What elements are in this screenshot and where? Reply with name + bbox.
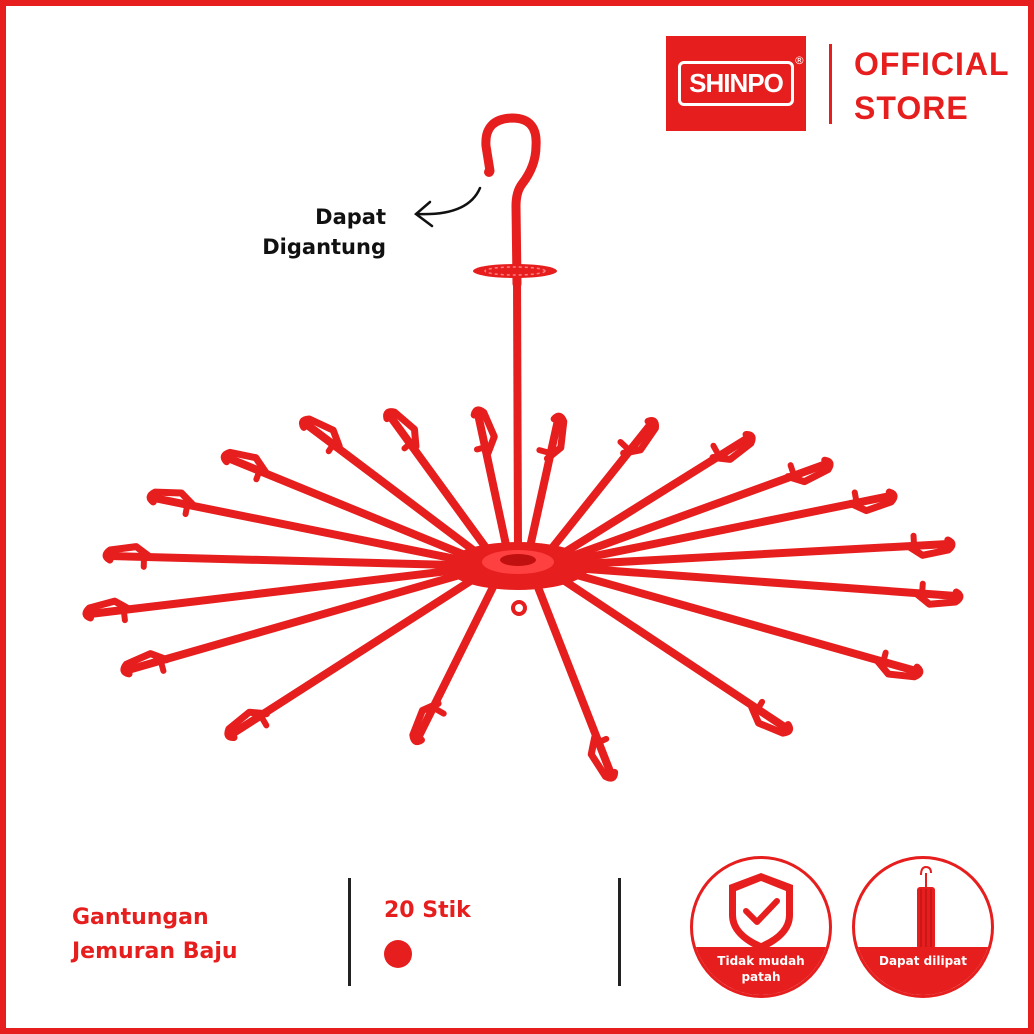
- product-name-line-2: Jemuran Baju: [72, 939, 238, 964]
- spoke-clip: [543, 412, 568, 463]
- spoke-clip: [120, 650, 171, 678]
- spoke: [553, 540, 952, 570]
- spoke-clip: [146, 488, 197, 509]
- official-store-label: OFFICIAL STORE: [854, 42, 1010, 130]
- spoke-clip: [102, 543, 154, 564]
- spoke: [386, 412, 497, 561]
- spoke: [551, 460, 830, 566]
- product-name-line-1: Gantungan: [72, 905, 209, 930]
- spoke-nub: [253, 466, 263, 483]
- callout-arrow: [414, 186, 482, 228]
- spoke-nub: [401, 438, 416, 452]
- spoke-nub: [157, 658, 167, 674]
- feature-label: Tidak mudah patah: [693, 947, 829, 995]
- callout-line-2: Digantung: [262, 235, 386, 259]
- spoke-nub: [710, 442, 722, 458]
- spoke-nub: [594, 735, 610, 746]
- spoke: [86, 563, 483, 618]
- spoke-nub: [473, 443, 490, 453]
- feature-unbreakable: Tidak mudah patah: [690, 856, 832, 998]
- store-line-1: OFFICIAL: [854, 46, 1010, 82]
- spoke-nub: [432, 705, 447, 717]
- spoke-nub: [536, 447, 553, 456]
- spoke-clip: [470, 406, 498, 457]
- hook: [481, 113, 541, 289]
- spoke-clip: [383, 408, 420, 450]
- spoke: [224, 454, 485, 566]
- spoke: [228, 568, 488, 738]
- spoke-clip: [220, 448, 269, 476]
- spoke: [150, 494, 483, 568]
- spoke-clip: [298, 415, 343, 450]
- shinpo-logo: SHINPO ®: [666, 36, 806, 131]
- spoke-clip: [224, 708, 270, 741]
- spoke-clip: [847, 488, 898, 515]
- spoke: [124, 565, 484, 674]
- hangable-callout: Dapat Digantung: [262, 202, 386, 262]
- spoke-nub: [120, 607, 128, 624]
- footer-divider-2: [618, 878, 621, 986]
- spoke-nub: [787, 462, 797, 478]
- brand-name: SHINPO: [689, 68, 784, 98]
- hook-collar: [473, 264, 557, 278]
- spoke-clip: [409, 699, 442, 746]
- spoke-clip: [709, 431, 756, 463]
- spokes: [82, 406, 964, 782]
- spoke-nub: [325, 439, 338, 455]
- spoke-nub: [851, 489, 860, 506]
- spoke-clip: [784, 456, 834, 486]
- spoke-nub: [910, 532, 918, 549]
- hanger-illustration: [82, 113, 964, 782]
- store-line-2: STORE: [854, 90, 969, 126]
- spoke: [553, 492, 894, 568]
- spoke-nub: [182, 501, 191, 518]
- spoke-clip: [748, 703, 794, 737]
- feature-foldable: Dapat dilipat: [852, 856, 994, 998]
- spoke-nub: [258, 713, 270, 729]
- spoke-nub: [880, 649, 889, 666]
- product-name: Gantungan Jemuran Baju: [72, 901, 238, 969]
- color-swatch: [384, 940, 412, 968]
- spoke-clip: [912, 588, 964, 608]
- registered-mark: ®: [793, 54, 805, 67]
- feature-label: Dapat dilipat: [855, 947, 991, 995]
- spoke: [553, 562, 960, 600]
- spoke-clip: [904, 536, 956, 559]
- spoke: [548, 568, 790, 732]
- hub: [446, 542, 590, 616]
- spoke-nub: [753, 698, 766, 714]
- stick-count: 20 Stik: [384, 898, 471, 923]
- header-divider: [829, 44, 832, 124]
- spoke: [524, 416, 562, 558]
- center-pole: [513, 275, 522, 552]
- spoke: [106, 552, 483, 570]
- spoke: [552, 565, 920, 675]
- spoke-nub: [919, 580, 926, 597]
- shield-check-icon: [729, 873, 793, 951]
- footer-divider-1: [348, 878, 351, 986]
- spoke-clip: [82, 597, 134, 622]
- spoke-clip: [587, 733, 619, 782]
- callout-line-1: Dapat: [315, 205, 386, 229]
- spoke-nub: [617, 438, 631, 452]
- spoke: [541, 420, 655, 561]
- spoke-clip: [873, 657, 924, 681]
- spoke: [414, 573, 502, 742]
- spoke: [474, 410, 512, 558]
- spoke-clip: [620, 417, 659, 457]
